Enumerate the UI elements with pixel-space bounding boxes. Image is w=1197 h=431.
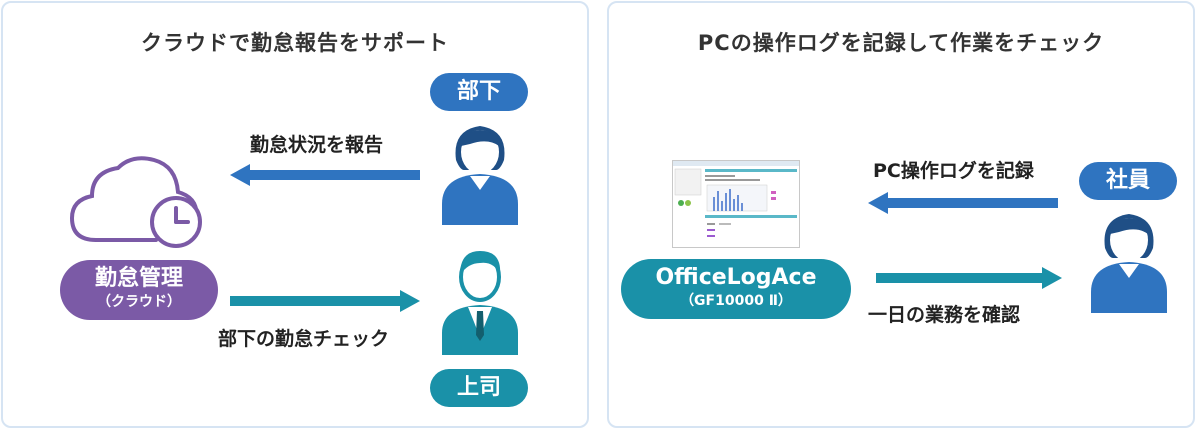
cloud-clock-icon [68,150,213,250]
attendance-system-name: 勤怠管理 [94,266,183,291]
product-model: （GF10000 Ⅱ） [680,293,792,309]
attendance-system-sub: （クラウド） [97,294,181,310]
right-panel-title: PCの操作ログを記録して作業をチェック [697,31,1105,55]
employee-badge: 社員 [1079,162,1177,200]
employee-person-icon [1089,200,1169,315]
confirm-arrow [876,267,1062,289]
report-label: 勤怠状況を報告 [250,134,384,156]
product-name: OfficeLogAce [655,265,817,290]
check-arrow [230,290,420,312]
left-panel-title: クラウドで勤怠報告をサポート [141,31,449,55]
software-screenshot-thumbnail [672,160,800,248]
subordinate-badge: 部下 [430,73,528,111]
check-label: 部下の勤怠チェック [218,328,390,350]
record-label: PC操作ログを記録 [873,160,1034,182]
boss-badge: 上司 [430,369,528,407]
officelogace-badge: OfficeLogAce （GF10000 Ⅱ） [621,259,851,319]
report-arrow [230,164,420,186]
attendance-system-badge: 勤怠管理 （クラウド） [60,260,218,320]
subordinate-person-icon [440,112,520,227]
right-panel: PCの操作ログを記録して作業をチェック [607,1,1195,428]
record-arrow [868,192,1058,214]
confirm-label: 一日の業務を確認 [868,304,1021,326]
boss-person-icon [440,245,520,357]
